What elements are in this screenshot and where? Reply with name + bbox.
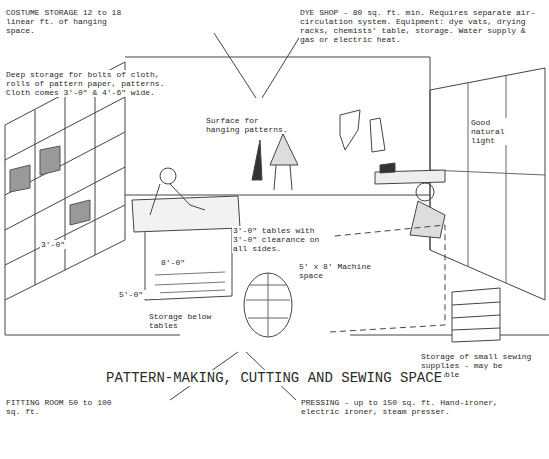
stored-rolls — [155, 272, 225, 293]
dress-form — [244, 273, 292, 337]
sewing-machine — [380, 163, 395, 173]
note: Surface for hanging patterns. — [205, 116, 293, 134]
hanging-pattern — [252, 140, 262, 180]
seated-body — [410, 201, 445, 238]
leader-lines — [214, 33, 302, 98]
note: Good natural light — [470, 118, 516, 145]
title: PATTERN-MAKING, CUTTING AND SEWING SPACE — [104, 370, 444, 386]
dimension: 8'-0" — [160, 258, 202, 267]
person-body — [150, 184, 205, 215]
note: Storage below tables — [148, 312, 242, 330]
hanging-garments — [340, 110, 385, 152]
dress-form-lines — [246, 273, 290, 337]
dimension: 5'-0" — [118, 290, 160, 299]
window-wall — [430, 68, 545, 300]
supply-cabinet — [452, 288, 500, 342]
dimension: 3'-0" — [40, 240, 82, 249]
shelf-dividers — [35, 78, 95, 285]
note: DYE SHOP - 80 sq. ft. min. Requires sepa… — [299, 8, 545, 44]
room-note: PRESSING - up to 150 sq. ft. Hand-ironer… — [300, 398, 532, 416]
area-note: 5' x 8' Machine space — [298, 262, 386, 280]
room-note: FITTING ROOM 50 to 100 sq. ft. — [5, 398, 125, 416]
shelving — [5, 62, 125, 300]
window-mullions — [430, 76, 545, 283]
note: COSTUME STORAGE 12 to 18 linear ft. of h… — [5, 8, 125, 35]
person-head — [160, 168, 176, 184]
seated-head — [416, 183, 434, 201]
note: Deep storage for bolts of cloth, rolls o… — [5, 70, 179, 97]
cloth-bolts — [10, 146, 90, 225]
figure-body — [270, 134, 298, 190]
dimension-note: 3'-0" tables with 3'-0" clearance on all… — [232, 226, 334, 253]
